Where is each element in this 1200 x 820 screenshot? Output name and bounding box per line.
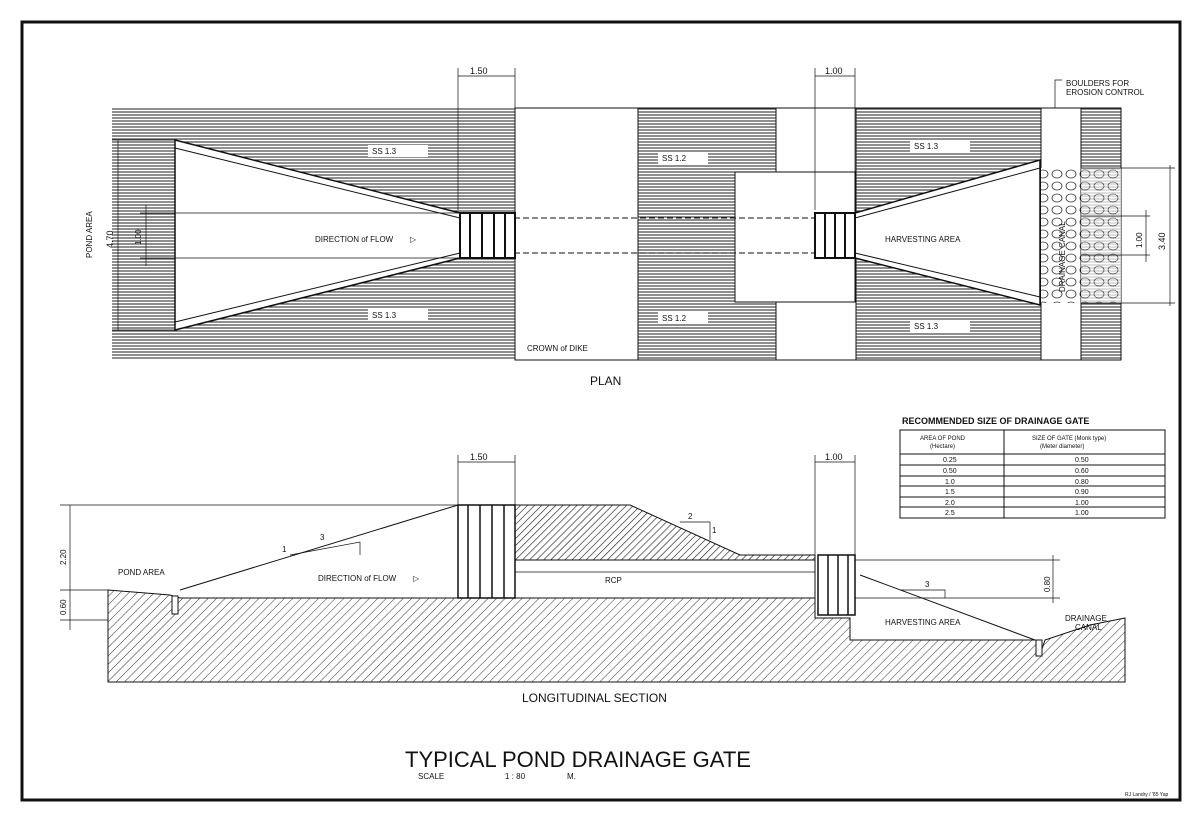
slope-bottom-right: SS 1.3 <box>914 322 939 331</box>
table-cell: 1.00 <box>1075 500 1089 507</box>
longitudinal-section: 1.50 1.00 2.20 0.60 0.80 POND AREA DIREC… <box>59 452 1126 705</box>
dim-080: 0.80 <box>1043 576 1052 592</box>
boulders-note-1: BOULDERS FOR <box>1066 79 1129 88</box>
sec-direction-of-flow: DIRECTION of FLOW <box>318 574 397 583</box>
flow-arrow-icon: ▷ <box>410 235 417 244</box>
sec-drainage-canal-1: DRAINAGE <box>1065 614 1107 623</box>
dim-100-right: 1.00 <box>1135 232 1144 248</box>
credit: RJ Landry / '85 Yap <box>1125 792 1169 798</box>
slope-bottom-mid: SS 1.2 <box>662 314 687 323</box>
plan-view: 1.50 1.00 POND AREA 4.70 1.00 1.00 3.40 … <box>85 66 1175 388</box>
dim-right-gate: 1.00 <box>825 66 843 76</box>
ground-hatch <box>107 589 1126 683</box>
slope-right-run: 3 <box>925 580 930 589</box>
slope-top-right: SS 1.3 <box>914 142 939 151</box>
dim-100-left: 1.00 <box>134 229 143 245</box>
sec-pond-area: POND AREA <box>118 568 165 577</box>
slope-left-rise: 1 <box>282 545 287 554</box>
boulders-note-2: EROSION CONTROL <box>1066 88 1145 97</box>
monk-gate-right <box>814 212 856 259</box>
crown-of-dike <box>514 107 639 361</box>
monk-structure-left <box>457 504 516 599</box>
rcp-label: RCP <box>605 576 622 585</box>
dim-470: 4.70 <box>105 230 115 248</box>
dim-340: 3.40 <box>1157 232 1167 250</box>
table-cell: 0.80 <box>1075 479 1089 486</box>
monk-gate-left <box>459 212 516 259</box>
header-size: SIZE OF GATE (Monk type) <box>1032 436 1106 442</box>
slope-bottom-left: SS 1.3 <box>372 311 397 320</box>
table-cell: 2.0 <box>945 500 955 507</box>
scale-unit: M. <box>567 772 576 781</box>
direction-of-flow: DIRECTION of FLOW <box>315 235 394 244</box>
section-title: LONGITUDINAL SECTION <box>522 691 667 705</box>
drawing-title: TYPICAL POND DRAINAGE GATE <box>405 747 751 772</box>
monk-structure-right <box>817 554 856 616</box>
slope-dike-rise: 1 <box>712 526 717 535</box>
slope-top-left: SS 1.3 <box>372 147 397 156</box>
table-cell: 0.60 <box>1075 468 1089 475</box>
table-title: RECOMMENDED SIZE OF DRAINAGE GATE <box>902 416 1089 426</box>
plan-title: PLAN <box>590 374 621 388</box>
boulders <box>1041 168 1081 303</box>
table-cell: 0.50 <box>943 468 957 475</box>
sheet-border <box>20 20 1182 802</box>
scale-value: 1 : 80 <box>505 772 526 781</box>
table-cell: 1.0 <box>945 479 955 486</box>
sec-flow-arrow-icon: ▷ <box>413 574 420 583</box>
slope-top-mid: SS 1.2 <box>662 154 687 163</box>
title-block: TYPICAL POND DRAINAGE GATE SCALE 1 : 80 … <box>405 747 1169 798</box>
table-cell: 2.5 <box>945 510 955 517</box>
slope-dike-run: 2 <box>688 512 693 521</box>
pond-area-label: POND AREA <box>85 211 94 258</box>
dim-220: 2.20 <box>59 549 68 565</box>
header-size-unit: (Meter diameter) <box>1040 444 1084 450</box>
table-cell: 0.50 <box>1075 457 1089 464</box>
header-area-unit: (Hectare) <box>930 444 955 450</box>
table-cell: 1.00 <box>1075 510 1089 517</box>
slope-left-run: 3 <box>320 533 325 542</box>
dim-060: 0.60 <box>59 599 68 615</box>
crown-of-dike-label: CROWN of DIKE <box>527 344 588 353</box>
table-cell: 0.25 <box>943 457 957 464</box>
drainage-canal-label: DRAINAGE CANAL <box>1058 221 1067 292</box>
harvesting-area-label: HARVESTING AREA <box>885 235 961 244</box>
header-area: AREA OF POND <box>920 436 966 442</box>
table-cell: 1.5 <box>945 489 955 496</box>
sec-harvesting-area: HARVESTING AREA <box>885 618 961 627</box>
dim-left-gate: 1.50 <box>470 66 488 76</box>
sec-dim-left-gate: 1.50 <box>470 452 488 462</box>
table-cell: 0.90 <box>1075 489 1089 496</box>
gate-size-table: RECOMMENDED SIZE OF DRAINAGE GATE AREA O… <box>899 416 1166 519</box>
sec-drainage-canal-2: CANAL <box>1075 623 1102 632</box>
sec-dim-right-gate: 1.00 <box>825 452 843 462</box>
scale-label: SCALE <box>418 772 444 781</box>
